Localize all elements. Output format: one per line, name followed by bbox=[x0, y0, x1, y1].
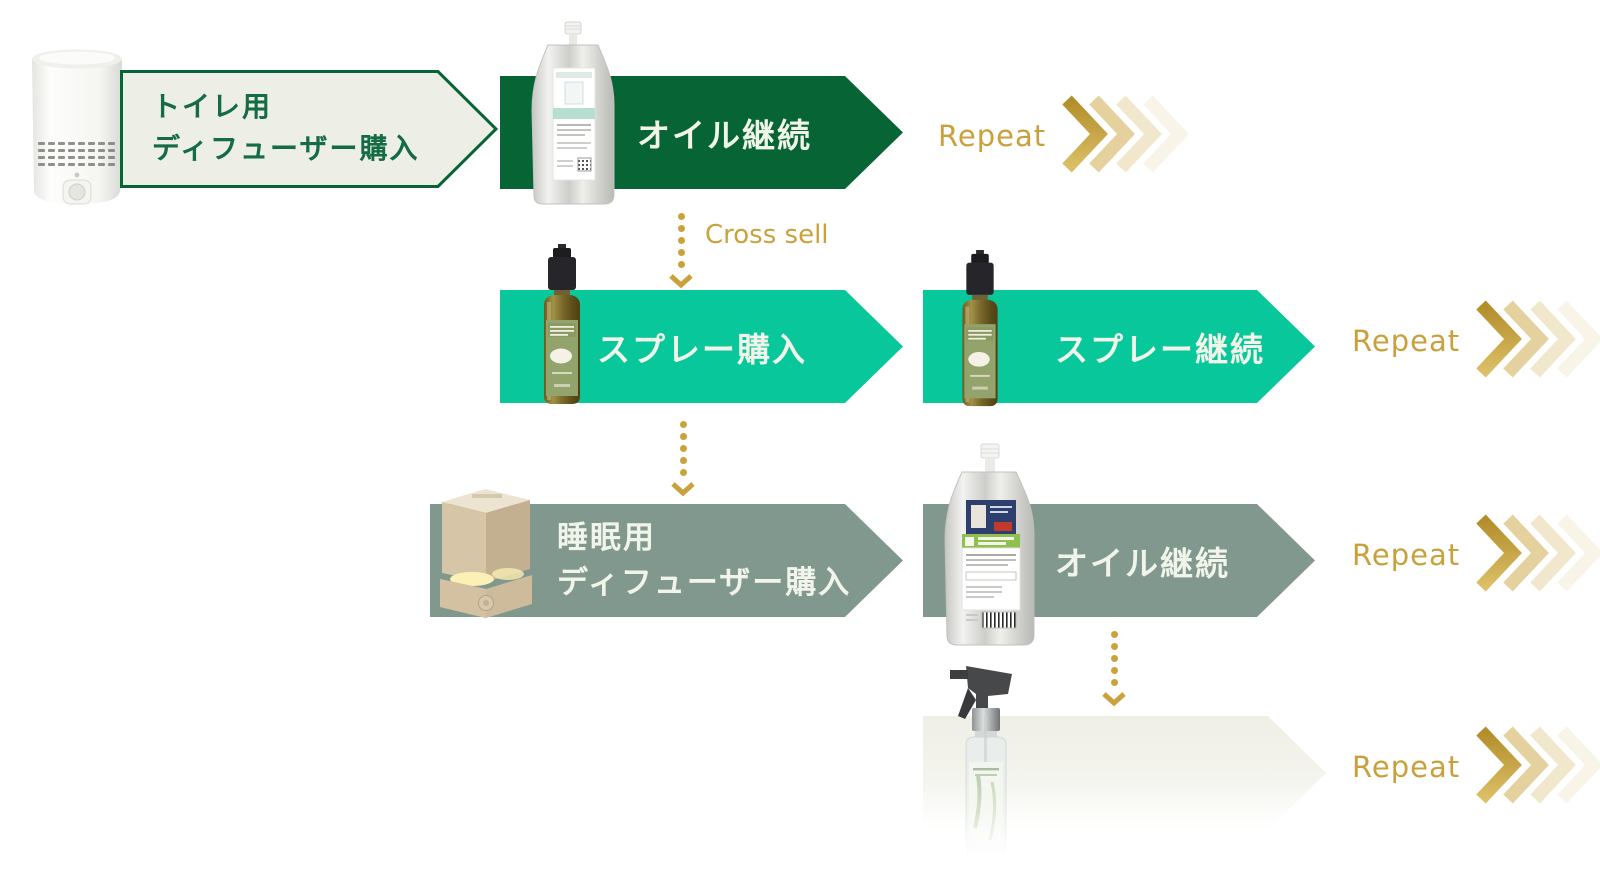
arrow-down-icon bbox=[1102, 692, 1126, 707]
oil-refill-pouch-product-image bbox=[526, 20, 620, 210]
sleep-diffuser-line2: ディフューザー購入 bbox=[557, 564, 852, 601]
trigger-spray-product-image bbox=[942, 658, 1030, 867]
dot bbox=[679, 420, 687, 428]
toilet-diffuser-purchase-label: トイレ用 ディフューザー購入 bbox=[152, 86, 419, 170]
dot bbox=[679, 444, 687, 452]
toilet-diffuser-purchase-line1: トイレ用 bbox=[152, 90, 273, 123]
arrow-down-icon bbox=[669, 274, 693, 289]
repeat-indicator-3: Repeat bbox=[1352, 514, 1600, 596]
oil-continuation-label-1: オイル継続 bbox=[637, 115, 812, 155]
repeat-indicator-4: Repeat bbox=[1352, 726, 1600, 808]
sleep-diffuser-purchase-label: 睡眠用 ディフューザー購入 bbox=[430, 516, 851, 606]
dot bbox=[1110, 630, 1118, 638]
down-arrow-2 bbox=[671, 418, 695, 497]
repeat-label-3: Repeat bbox=[1352, 538, 1461, 572]
dot bbox=[677, 260, 685, 268]
sleep-diffuser-line1: 睡眠用 bbox=[557, 519, 656, 556]
dot bbox=[679, 468, 687, 476]
repeat-label-4: Repeat bbox=[1352, 750, 1461, 784]
toilet-diffuser-purchase-banner bbox=[120, 70, 499, 192]
oil-continuation-label-2: オイル継続 bbox=[1055, 543, 1230, 583]
dot bbox=[677, 212, 685, 220]
repeat-indicator-1: Repeat bbox=[938, 95, 1190, 177]
arrow-down-icon bbox=[671, 482, 695, 497]
dot bbox=[679, 432, 687, 440]
down-arrow-3 bbox=[1102, 628, 1126, 707]
mask-spray-product-image-1 bbox=[534, 244, 590, 414]
sleep-diffuser-product-image bbox=[424, 476, 546, 626]
repeat-chevrons-icon bbox=[1474, 300, 1600, 382]
dot bbox=[1110, 654, 1118, 662]
spray-purchase-label: スプレー購入 bbox=[597, 329, 807, 369]
repeat-label-1: Repeat bbox=[938, 119, 1047, 153]
spray-continuation-label: スプレー継続 bbox=[1055, 329, 1265, 369]
dot bbox=[1110, 642, 1118, 650]
oil-refill-pouch-product-image-2 bbox=[938, 442, 1040, 652]
dot bbox=[677, 224, 685, 232]
dot bbox=[677, 236, 685, 244]
repeat-indicator-2: Repeat bbox=[1352, 300, 1600, 382]
dot bbox=[679, 456, 687, 464]
toilet-diffuser-purchase-line2: ディフューザー購入 bbox=[152, 132, 420, 165]
repeat-chevrons-icon bbox=[1474, 514, 1600, 596]
dot bbox=[677, 248, 685, 256]
mask-spray-product-image-2 bbox=[952, 250, 1008, 416]
dot bbox=[1110, 666, 1118, 674]
repeat-chevrons-icon bbox=[1060, 95, 1190, 177]
repeat-chevrons-icon bbox=[1474, 726, 1600, 808]
repeat-label-2: Repeat bbox=[1352, 324, 1461, 358]
cross-sell-label: Cross sell bbox=[705, 220, 829, 250]
cross-sell-arrow: Cross sell bbox=[669, 210, 829, 289]
toilet-diffuser-product-image bbox=[28, 42, 126, 212]
dot bbox=[1110, 678, 1118, 686]
